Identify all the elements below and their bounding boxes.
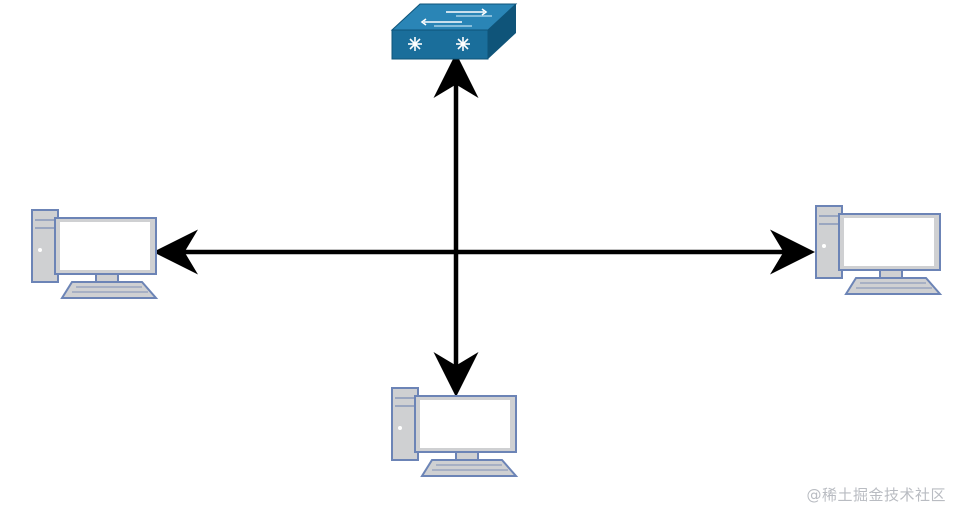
computer-icon [391, 387, 517, 477]
switch-icon [390, 3, 518, 60]
computer-icon [31, 209, 157, 299]
computer-icon [815, 205, 941, 295]
edges [153, 53, 815, 397]
watermark: @稀土掘金技术社区 [806, 486, 946, 504]
